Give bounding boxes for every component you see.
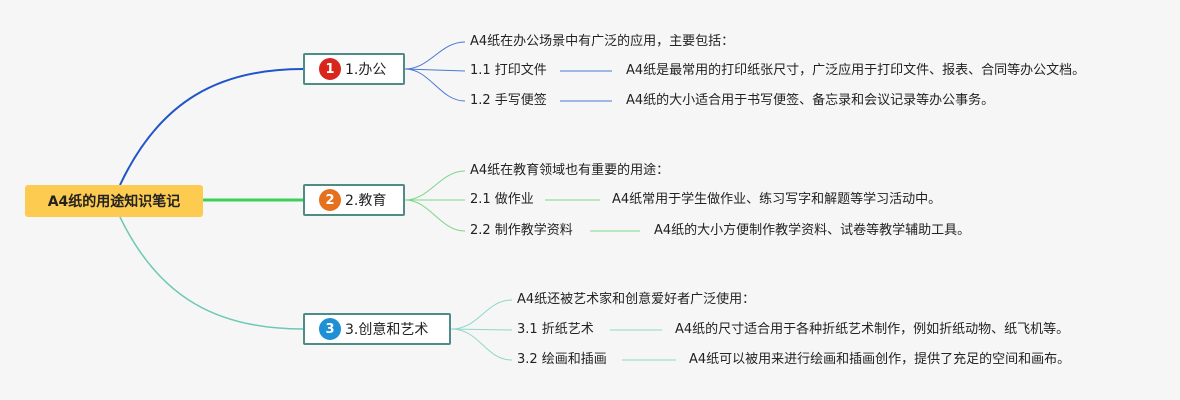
number-badge-icon: 3 (319, 318, 341, 340)
leaf-edge (404, 68, 466, 72)
topic-title[interactable]: 1.1 打印文件 (470, 63, 547, 78)
topic-description: A4纸的大小适合用于书写便签、备忘录和会议记录等办公事务。 (626, 93, 995, 108)
branch-label: 2.教育 (345, 193, 387, 209)
leaf-edge (450, 328, 513, 331)
branch-node-education[interactable]: 2 2.教育 (303, 184, 405, 216)
topic-description: A4纸可以被用来进行绘画和插画创作，提供了充足的空间和画布。 (689, 352, 1071, 367)
root-edge-office (119, 68, 304, 186)
branch-node-creative-art[interactable]: 3 3.创意和艺术 (303, 313, 451, 345)
topic-description: A4纸的大小方便制作教学资料、试卷等教学辅助工具。 (654, 223, 971, 238)
leaf-edge (450, 299, 513, 330)
branch-intro: A4纸在教育领域也有重要的用途： (470, 163, 670, 178)
branch-intro: A4纸还被艺术家和创意爱好者广泛使用： (517, 292, 756, 307)
root-node[interactable]: A4纸的用途知识笔记 (25, 185, 203, 217)
topic-title[interactable]: 3.2 绘画和插画 (517, 352, 607, 367)
topic-description: A4纸的尺寸适合用于各种折纸艺术制作，例如折纸动物、纸飞机等。 (675, 322, 1070, 337)
root-edge-creative-art (119, 216, 304, 330)
topic-description: A4纸常用于学生做作业、练习写字和解题等学习活动中。 (612, 192, 942, 207)
topic-title[interactable]: 1.2 手写便签 (470, 93, 547, 108)
leaf-edge (404, 170, 466, 201)
leaf-edge (450, 328, 513, 361)
topic-title[interactable]: 2.1 做作业 (470, 192, 534, 207)
topic-description: A4纸是最常用的打印纸张尺寸，广泛应用于打印文件、报表、合同等办公文档。 (626, 63, 1086, 78)
topic-title[interactable]: 2.2 制作教学资料 (470, 223, 573, 238)
branch-label: 3.创意和艺术 (345, 322, 429, 338)
number-badge-icon: 1 (319, 58, 341, 80)
branch-node-office[interactable]: 1 1.办公 (303, 53, 405, 85)
branch-intro: A4纸在办公场景中有广泛的应用，主要包括： (470, 34, 735, 49)
root-node-label: A4纸的用途知识笔记 (47, 194, 181, 210)
branch-label: 1.办公 (345, 62, 387, 78)
leaf-edge (404, 41, 466, 70)
leaf-edge (404, 199, 466, 232)
leaf-edge (404, 68, 466, 102)
number-badge-icon: 2 (319, 189, 341, 211)
topic-title[interactable]: 3.1 折纸艺术 (517, 322, 594, 337)
